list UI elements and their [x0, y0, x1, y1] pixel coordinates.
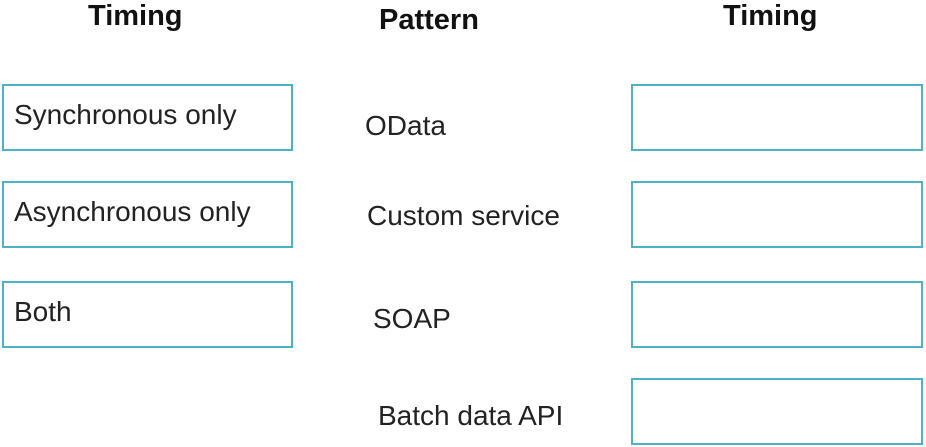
answer-dropzone-custom-service[interactable] — [631, 181, 923, 248]
timing-options-heading: Timing — [88, 0, 183, 32]
option-asynchronous-only[interactable]: Asynchronous only — [2, 181, 293, 248]
pattern-label-odata: OData — [365, 110, 446, 141]
answer-dropzone-batch-data-api[interactable] — [631, 378, 923, 445]
answer-dropzone-odata[interactable] — [631, 84, 923, 151]
pattern-label-soap: SOAP — [373, 303, 451, 334]
pattern-label-custom-service: Custom service — [367, 200, 560, 231]
pattern-label-batch-data-api: Batch data API — [378, 400, 564, 431]
option-synchronous-only[interactable]: Synchronous only — [2, 84, 293, 151]
option-both[interactable]: Both — [2, 281, 293, 348]
answer-dropzone-soap[interactable] — [631, 281, 923, 348]
timing-answers-heading: Timing — [723, 0, 818, 32]
pattern-heading: Pattern — [379, 4, 479, 36]
